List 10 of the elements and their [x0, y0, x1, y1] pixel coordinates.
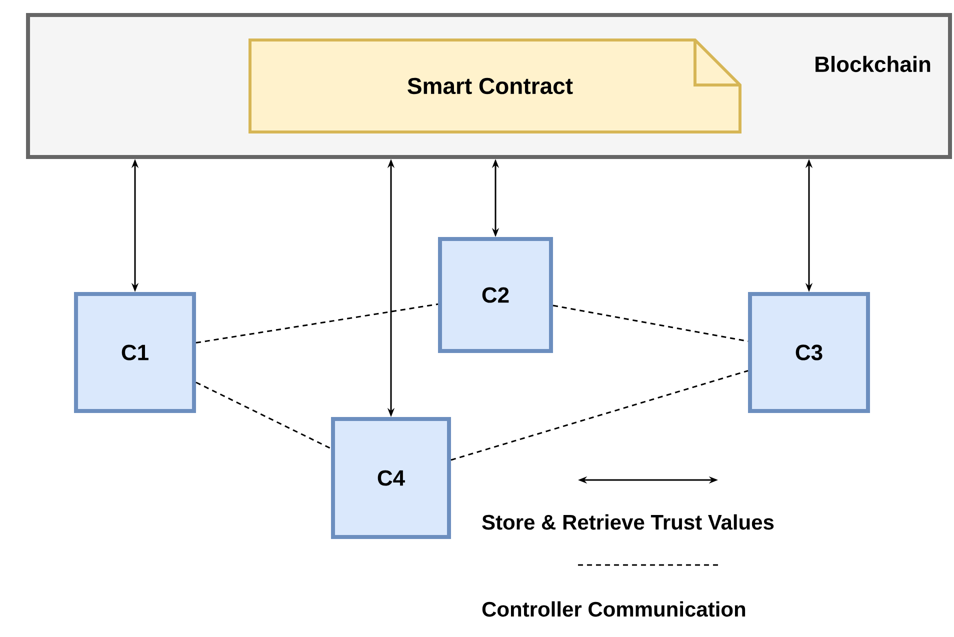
controller-box: C2 — [438, 237, 553, 353]
dashed-line — [450, 370, 748, 461]
dashed-line — [196, 303, 438, 344]
legend-text: Controller Communication — [482, 601, 746, 617]
dashed-line — [196, 382, 332, 450]
dashed-line — [552, 304, 748, 342]
legend-text: Store & Retrieve Trust Values — [482, 514, 774, 530]
controller-box: C4 — [331, 417, 451, 539]
controller-box: C3 — [748, 292, 870, 413]
controller-box: C1 — [74, 292, 196, 413]
